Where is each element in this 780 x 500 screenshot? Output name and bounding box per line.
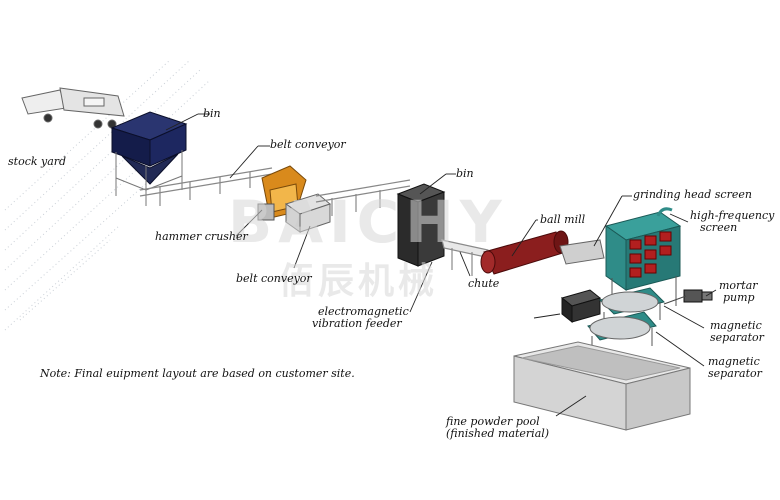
label-belt-conveyor-bottom: belt conveyor xyxy=(236,272,312,285)
label-magnetic-b-2: separator xyxy=(708,367,762,380)
label-magnetic-b-1: magnetic xyxy=(708,355,760,368)
label-electromagnetic: electromagnetic xyxy=(318,305,409,318)
label-fine-powder-pool: fine powder pool xyxy=(446,415,540,428)
label-mortar: mortar xyxy=(719,279,758,292)
bin-blue xyxy=(110,111,188,206)
belt-conveyor-middle xyxy=(315,179,411,216)
magnetic-separator-a xyxy=(599,287,665,330)
belt-conveyor-top xyxy=(139,167,273,206)
crusher-motor-box xyxy=(284,193,332,233)
watermark-latin: BAICHY xyxy=(228,188,508,256)
label-grinding-head-screen: grinding head screen xyxy=(633,188,752,201)
label-bin-top: bin xyxy=(203,107,221,120)
label-hammer-crusher: hammer crusher xyxy=(155,230,248,243)
label-chute: chute xyxy=(468,277,500,290)
layout-note: Note: Final euipment layout are based on… xyxy=(40,367,355,380)
watermark-chinese: 佰辰机械 xyxy=(278,261,439,302)
feeder-box xyxy=(560,289,602,324)
label-magnetic-a-2: separator xyxy=(710,331,764,344)
label-high-frequency-2: screen xyxy=(700,221,738,234)
label-stock-yard: stock yard xyxy=(8,155,67,168)
leader-lines xyxy=(165,113,717,417)
label-ball-mill: ball mill xyxy=(540,213,586,226)
magnetic-separator-b xyxy=(587,311,657,352)
label-finished-material: (finished material) xyxy=(446,427,550,440)
fine-powder-pool xyxy=(513,341,691,431)
mortar-pump xyxy=(663,289,713,305)
label-bin-right: bin xyxy=(456,167,474,180)
label-high-frequency-1: high-frequency xyxy=(690,209,775,222)
dump-truck xyxy=(21,87,125,129)
label-magnetic-a-1: magnetic xyxy=(710,319,762,332)
high-frequency-screen xyxy=(604,207,682,310)
label-belt-conveyor-top: belt conveyor xyxy=(270,138,346,151)
stock-yard-ground xyxy=(4,59,211,331)
label-pump: pump xyxy=(723,291,755,304)
ball-mill xyxy=(480,230,605,275)
label-vibration-feeder: vibration feeder xyxy=(312,317,402,330)
